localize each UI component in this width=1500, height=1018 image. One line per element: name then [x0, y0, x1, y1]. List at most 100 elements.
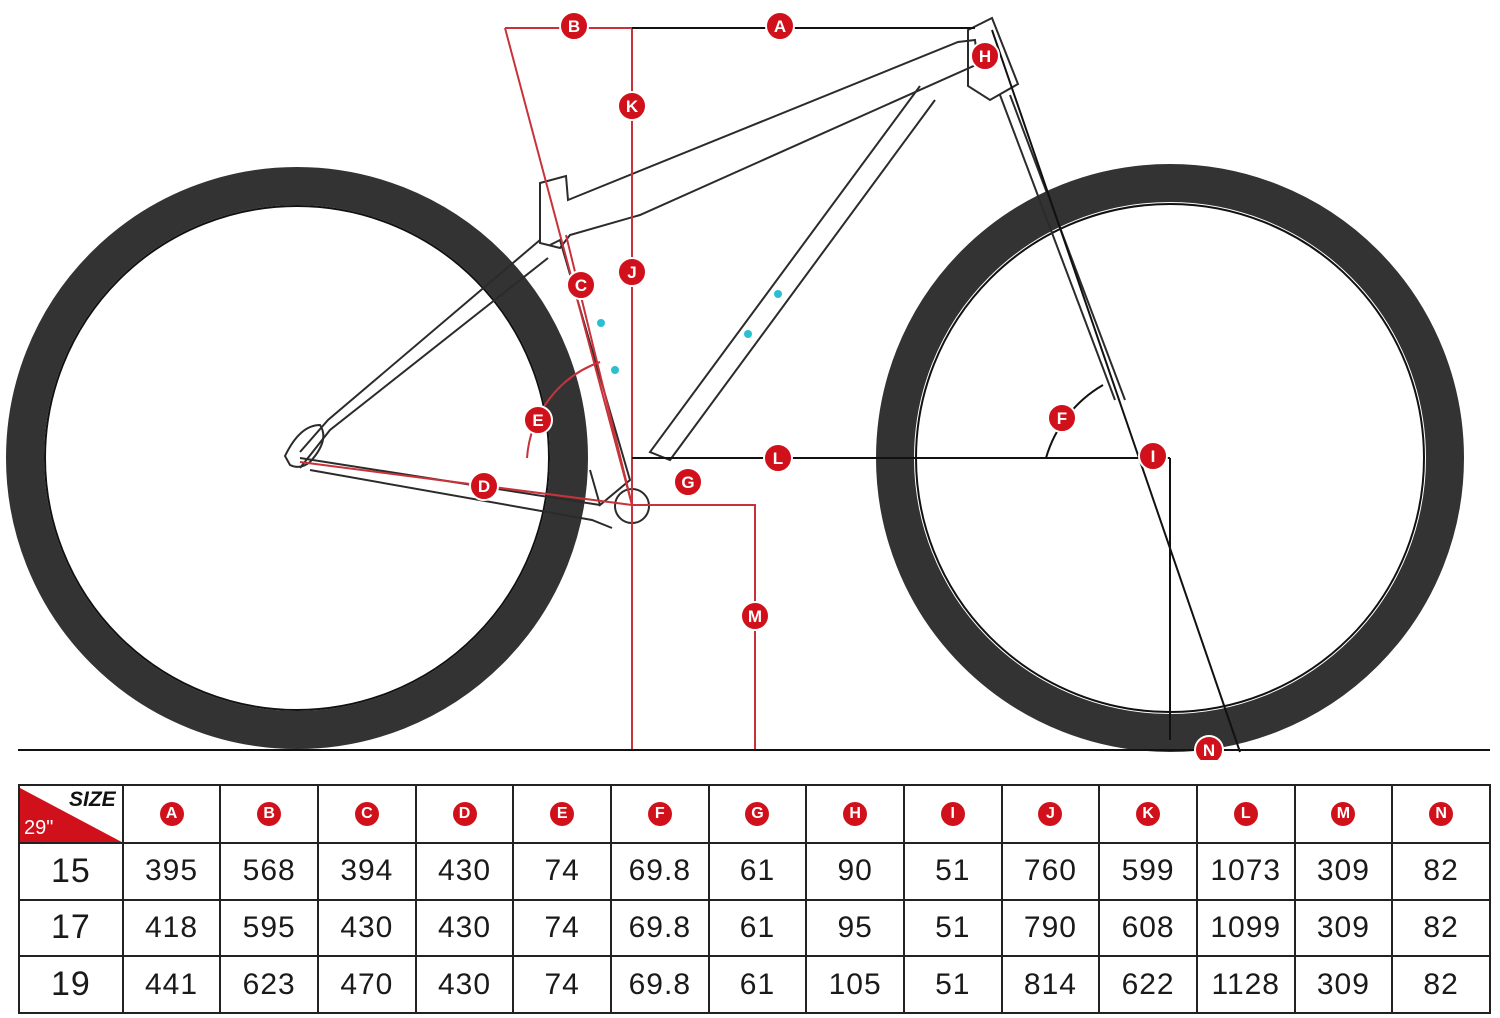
marker-a: A: [765, 11, 795, 41]
table-cell: 82: [1391, 842, 1491, 901]
geometry-table: SIZE 29" A B C D E F G H I J K L M N 15 …: [18, 784, 1491, 1014]
marker-m: M: [740, 601, 770, 631]
table-cell: 309: [1293, 842, 1394, 901]
table-cell: 595: [219, 898, 320, 958]
col-header-n: N: [1391, 784, 1491, 844]
table-cell: 623: [219, 955, 320, 1014]
svg-text:A: A: [774, 17, 786, 36]
table-cell: 1099: [1195, 898, 1296, 958]
table-cell: 622: [1098, 955, 1198, 1014]
svg-text:N: N: [1203, 741, 1215, 760]
table-row-size-19: 19 441 623 470 430 74 69.8 61 105 51 814…: [18, 955, 1491, 1014]
table-row-size-15: 15 395 568 394 430 74 69.8 61 90 51 760 …: [18, 842, 1491, 901]
size-cell: 15: [18, 842, 124, 901]
table-cell: 82: [1391, 898, 1491, 958]
bike-geometry-diagram: A B C D E F G H I J K L M N: [6, 11, 1490, 760]
wheel-size-label: 29": [24, 817, 54, 839]
col-header-h: H: [805, 784, 905, 844]
table-cell: 1128: [1195, 955, 1296, 1014]
table-cell: 51: [902, 842, 1003, 901]
table-cell: 69.8: [609, 955, 710, 1014]
col-header-a: A: [121, 784, 222, 844]
svg-text:D: D: [478, 477, 490, 496]
table-cell: 790: [1000, 898, 1101, 958]
size-cell: 17: [18, 898, 124, 958]
table-cell: 95: [805, 898, 905, 958]
col-header-b: B: [219, 784, 320, 844]
col-header-k: K: [1098, 784, 1198, 844]
col-header-j: J: [1000, 784, 1101, 844]
table-cell: 105: [805, 955, 905, 1014]
marker-k: K: [617, 91, 647, 121]
table-cell: 760: [1000, 842, 1101, 901]
size-cell: 19: [18, 955, 124, 1014]
table-cell: 568: [219, 842, 320, 901]
table-cell: 90: [805, 842, 905, 901]
svg-text:K: K: [626, 97, 639, 116]
marker-b: B: [559, 11, 589, 41]
table-cell: 74: [512, 955, 612, 1014]
bottle-cage-bolts: [597, 290, 782, 374]
marker-j: J: [617, 257, 647, 287]
svg-text:J: J: [627, 263, 636, 282]
svg-text:H: H: [979, 47, 991, 66]
table-cell: 395: [121, 842, 222, 901]
size-corner-cell: SIZE 29": [18, 784, 124, 844]
svg-text:F: F: [1057, 409, 1067, 428]
table-cell: 82: [1391, 955, 1491, 1014]
table-cell: 430: [317, 898, 417, 958]
marker-e: E: [523, 405, 553, 435]
marker-h: H: [970, 41, 1000, 71]
table-cell: 74: [512, 842, 612, 901]
table-cell: 430: [414, 955, 515, 1014]
svg-text:B: B: [568, 17, 580, 36]
marker-l: L: [763, 443, 793, 473]
svg-text:M: M: [748, 607, 762, 626]
svg-text:I: I: [1151, 447, 1156, 466]
table-cell: 309: [1293, 898, 1394, 958]
table-cell: 61: [707, 955, 808, 1014]
svg-text:C: C: [575, 276, 587, 295]
table-cell: 69.8: [609, 898, 710, 958]
col-header-d: D: [414, 784, 515, 844]
table-cell: 1073: [1195, 842, 1296, 901]
svg-text:L: L: [773, 449, 783, 468]
table-cell: 309: [1293, 955, 1394, 1014]
table-cell: 470: [317, 955, 417, 1014]
size-label: SIZE: [69, 788, 116, 811]
marker-i: I: [1138, 441, 1168, 471]
table-cell: 69.8: [609, 842, 710, 901]
table-cell: 814: [1000, 955, 1101, 1014]
corner-triangle: [20, 788, 120, 841]
svg-text:G: G: [681, 473, 694, 492]
marker-g: G: [673, 467, 703, 497]
frame: [283, 16, 1126, 529]
col-header-i: I: [902, 784, 1003, 844]
rear-wheel: [6, 167, 588, 749]
table-cell: 51: [902, 955, 1003, 1014]
table-cell: 430: [414, 898, 515, 958]
col-header-g: G: [707, 784, 808, 844]
table-cell: 441: [121, 955, 222, 1014]
table-cell: 394: [317, 842, 417, 901]
col-header-f: F: [609, 784, 710, 844]
marker-d: D: [469, 471, 499, 501]
table-cell: 418: [121, 898, 222, 958]
svg-text:E: E: [532, 411, 543, 430]
marker-c: C: [566, 270, 596, 300]
table-cell: 51: [902, 898, 1003, 958]
table-cell: 430: [414, 842, 515, 901]
col-header-e: E: [512, 784, 612, 844]
col-header-c: C: [317, 784, 417, 844]
table-cell: 61: [707, 842, 808, 901]
col-header-l: L: [1195, 784, 1296, 844]
table-header-row: SIZE 29" A B C D E F G H I J K L M N: [18, 784, 1491, 844]
table-cell: 599: [1098, 842, 1198, 901]
table-cell: 74: [512, 898, 612, 958]
table-row-size-17: 17 418 595 430 430 74 69.8 61 95 51 790 …: [18, 898, 1491, 958]
marker-f: F: [1047, 403, 1077, 433]
table-cell: 61: [707, 898, 808, 958]
dimension-lines-red: [299, 27, 756, 750]
marker-n: N: [1194, 735, 1224, 760]
col-header-m: M: [1293, 784, 1394, 844]
